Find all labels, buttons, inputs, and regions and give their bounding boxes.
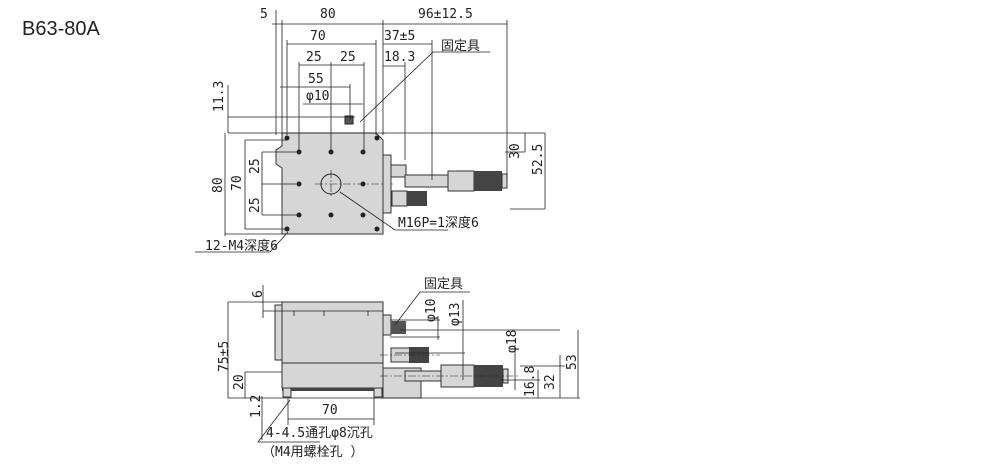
dim-52-5: 52.5 bbox=[531, 144, 546, 175]
dim-5: 5 bbox=[260, 7, 268, 22]
clamp-knob bbox=[344, 115, 354, 125]
holes-label: 12-M4深度6 bbox=[205, 238, 278, 254]
micrometer-knob bbox=[474, 171, 502, 191]
dim-80: 80 bbox=[320, 7, 336, 22]
dim-6: 6 bbox=[251, 290, 266, 298]
dim-18-3: 18.3 bbox=[384, 50, 415, 65]
side-view: 6 75±5 20 1.2 70 固定具 φ10 φ13 φ18 53 32 1… bbox=[217, 277, 580, 460]
stage-top-plate bbox=[275, 132, 384, 235]
dim-left-80: 80 bbox=[211, 177, 226, 193]
dim-phi13: φ13 bbox=[448, 303, 463, 326]
top-view: 5 80 96±12.5 70 37±5 25 25 18.3 55 φ10 固… bbox=[195, 7, 546, 254]
dim-16-8: 16.8 bbox=[523, 366, 538, 397]
dim-70: 70 bbox=[310, 29, 326, 44]
dim-1-2: 1.2 bbox=[249, 395, 264, 418]
micrometer-side bbox=[382, 314, 509, 399]
micrometer-top bbox=[382, 154, 508, 214]
dimension-lines bbox=[195, 10, 546, 253]
dim-53: 53 bbox=[565, 354, 580, 370]
dim-32: 32 bbox=[543, 374, 558, 390]
holes-label-line2: （M4用螺栓孔 ） bbox=[262, 445, 363, 460]
clamp-label: 固定具 bbox=[441, 39, 480, 54]
dim-left-70: 70 bbox=[230, 175, 245, 191]
holes-label-line1: 4-4.5通孔φ8沉孔 bbox=[266, 426, 373, 441]
dim-20: 20 bbox=[232, 374, 247, 390]
dim-11-3: 11.3 bbox=[212, 81, 227, 112]
dim-96: 96±12.5 bbox=[418, 7, 473, 22]
dim-left-25a: 25 bbox=[248, 158, 263, 174]
center-hole-label: M16P=1深度6 bbox=[398, 215, 479, 231]
dim-25b: 25 bbox=[340, 50, 356, 65]
dim-side-phi10: φ10 bbox=[424, 299, 439, 322]
dim-phi18: φ18 bbox=[505, 330, 520, 353]
dim-30: 30 bbox=[508, 143, 523, 159]
dim-left-25b: 25 bbox=[248, 197, 263, 213]
dim-75: 75±5 bbox=[217, 341, 232, 372]
dimension-lines-side bbox=[227, 285, 580, 443]
base bbox=[281, 362, 384, 389]
dim-55: 55 bbox=[308, 72, 324, 87]
carriage bbox=[281, 301, 384, 364]
dim-25a: 25 bbox=[306, 50, 322, 65]
side-clamp-label: 固定具 bbox=[424, 277, 463, 292]
model-title: B63-80A bbox=[22, 18, 100, 40]
dim-37: 37±5 bbox=[384, 29, 415, 44]
dim-side-70: 70 bbox=[322, 403, 338, 418]
dim-phi10: φ10 bbox=[306, 89, 329, 104]
